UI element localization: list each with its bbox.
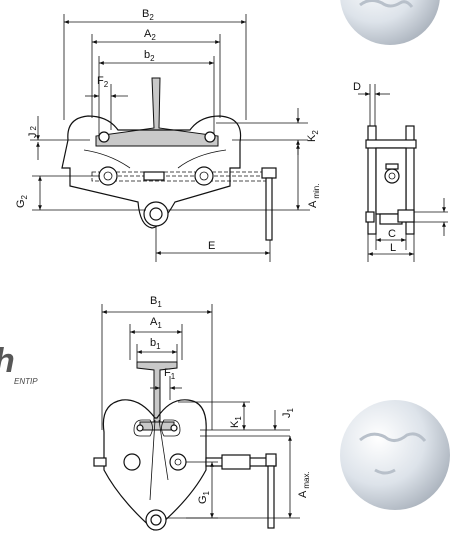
bottom-clamp-view bbox=[93, 304, 300, 531]
side-view bbox=[358, 84, 448, 262]
label-small-b2: b2 bbox=[144, 49, 155, 63]
svg-text:h: h bbox=[0, 342, 15, 380]
label-f1: F1 bbox=[164, 367, 176, 381]
globe-icon bbox=[340, 400, 450, 510]
label-e: E bbox=[208, 240, 215, 252]
label-a-max: Amax. bbox=[297, 471, 311, 498]
label-small-b1: b1 bbox=[150, 337, 161, 351]
label-j1: J1 bbox=[281, 408, 295, 419]
label-c: C bbox=[388, 228, 396, 240]
top-clamp-view bbox=[30, 14, 310, 262]
label-k1: K1 bbox=[229, 416, 243, 428]
label-l: L bbox=[390, 242, 396, 254]
label-d: D bbox=[353, 81, 361, 93]
label-a1: A1 bbox=[150, 316, 162, 330]
label-j2: J2 bbox=[27, 126, 39, 139]
label-a2: A2 bbox=[144, 28, 156, 42]
svg-text:ENTIP: ENTIP bbox=[14, 377, 38, 386]
label-g1: G1 bbox=[197, 490, 211, 504]
label-g2: G2 bbox=[15, 194, 29, 208]
label-f2: F2 bbox=[97, 75, 109, 89]
watermark-logo: h ENTIP bbox=[0, 342, 38, 386]
label-b1: B1 bbox=[150, 295, 162, 309]
label-a-min: Amin. bbox=[307, 184, 321, 208]
label-b2: B2 bbox=[142, 8, 154, 22]
globe-icon bbox=[340, 0, 440, 45]
label-k2: K2 bbox=[306, 130, 320, 142]
